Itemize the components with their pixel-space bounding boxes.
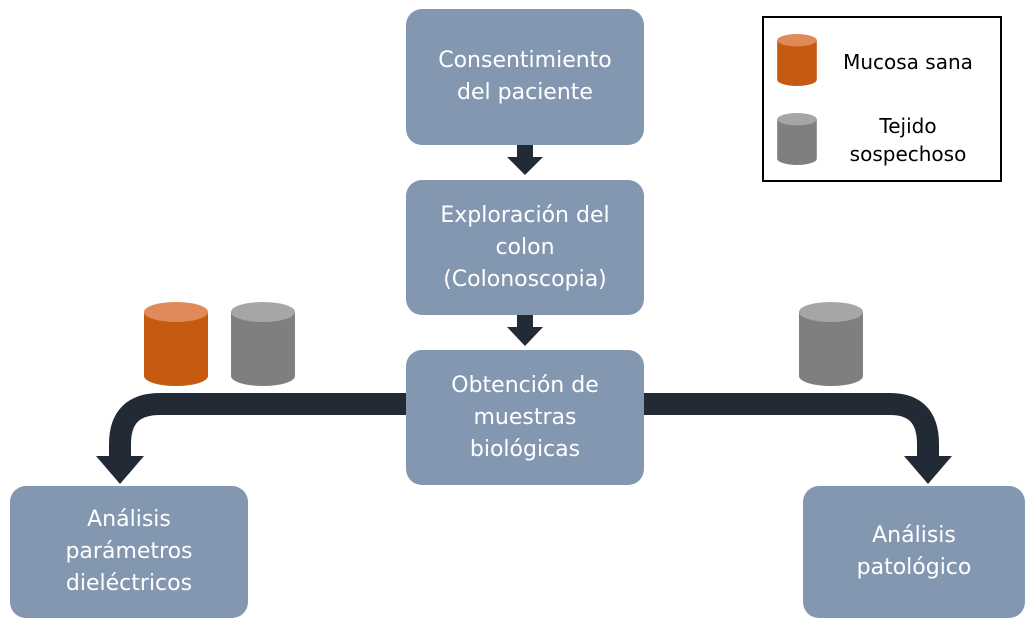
consent-box: Consentimiento del paciente: [406, 9, 644, 145]
dielectric-line-3: dieléctricos: [65, 571, 193, 596]
obtain-line-1: Obtención de: [451, 372, 599, 398]
obtain-line-2: muestras: [473, 404, 577, 430]
arrow-obtain-to-dielectric: [96, 393, 406, 484]
legend-suspicious-label: Tejido sospechoso: [838, 112, 978, 168]
legend-suspicious-line-1: Tejido: [879, 114, 937, 138]
pathologic-line-2: patológico: [856, 555, 972, 580]
legend-healthy-label: Mucosa sana: [843, 50, 973, 74]
consent-line-1: Consentimiento: [438, 48, 612, 73]
obtain-line-3: biológicas: [469, 436, 581, 462]
consent-line-2: del paciente: [457, 80, 593, 105]
pathologic-analysis-box: Análisis patológico: [803, 486, 1025, 618]
legend-healthy-cylinder-icon: [777, 34, 817, 86]
healthy-sample-cylinder-icon: [144, 302, 208, 386]
legend-suspicious-cylinder-icon: [777, 113, 817, 165]
exploration-box: Exploración del colon (Colonoscopia): [406, 180, 644, 315]
arrow-consent-to-exploration: [507, 145, 543, 175]
exploration-line-2: colon: [495, 234, 555, 260]
exploration-line-1: Exploración del: [440, 202, 610, 228]
suspicious-sample-cylinder-icon: [799, 302, 863, 386]
dielectric-line-1: Análisis: [87, 507, 171, 532]
pathologic-line-1: Análisis: [872, 523, 956, 548]
suspicious-sample-cylinder-icon: [231, 302, 295, 386]
exploration-line-3: (Colonoscopia): [443, 266, 607, 292]
legend-suspicious-line-2: sospechoso: [849, 142, 967, 166]
arrow-obtain-to-pathologic: [644, 393, 952, 484]
obtain-samples-box: Obtención de muestras biológicas: [406, 350, 644, 485]
dielectric-line-2: parámetros: [65, 539, 193, 564]
dielectric-analysis-box: Análisis parámetros dieléctricos: [10, 486, 248, 618]
arrow-exploration-to-obtain: [507, 315, 543, 346]
